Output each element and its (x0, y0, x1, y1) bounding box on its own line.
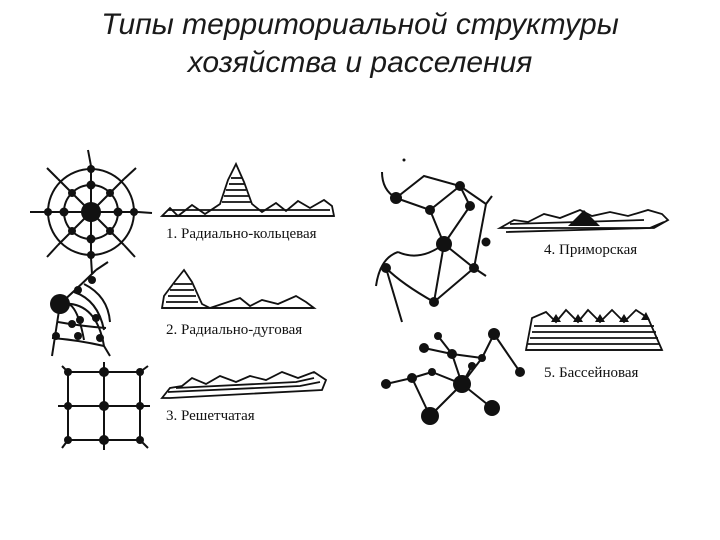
basin-profile-peaks (551, 312, 650, 322)
type-1-label: 1. Радиально-кольцевая (166, 226, 317, 242)
grid-profile (162, 372, 326, 398)
type-4-label: 4. Приморская (544, 242, 638, 258)
type-2-label: 2. Радиально-дуговая (166, 322, 303, 338)
basin-network-nodes (381, 328, 525, 425)
basin-profile (526, 310, 662, 350)
grid-nodes (64, 367, 144, 445)
radial-ring-profile (162, 164, 334, 216)
title-line-1: Типы территориальной структуры (101, 8, 619, 41)
radial-arc-nodes (50, 276, 104, 342)
page-title: Типы территориальной структуры хозяйства… (0, 6, 720, 82)
radial-ring-nodes (44, 165, 138, 259)
radial-arc-profile (162, 270, 314, 308)
coastal-peak (568, 210, 600, 226)
type-5-label: 5. Бассейновая (544, 365, 639, 381)
type-3-label: 3. Решетчатая (166, 408, 255, 424)
coastal-network-nodes (381, 158, 491, 307)
title-line-2: хозяйства и расселения (187, 46, 533, 79)
basin-network (386, 334, 520, 416)
